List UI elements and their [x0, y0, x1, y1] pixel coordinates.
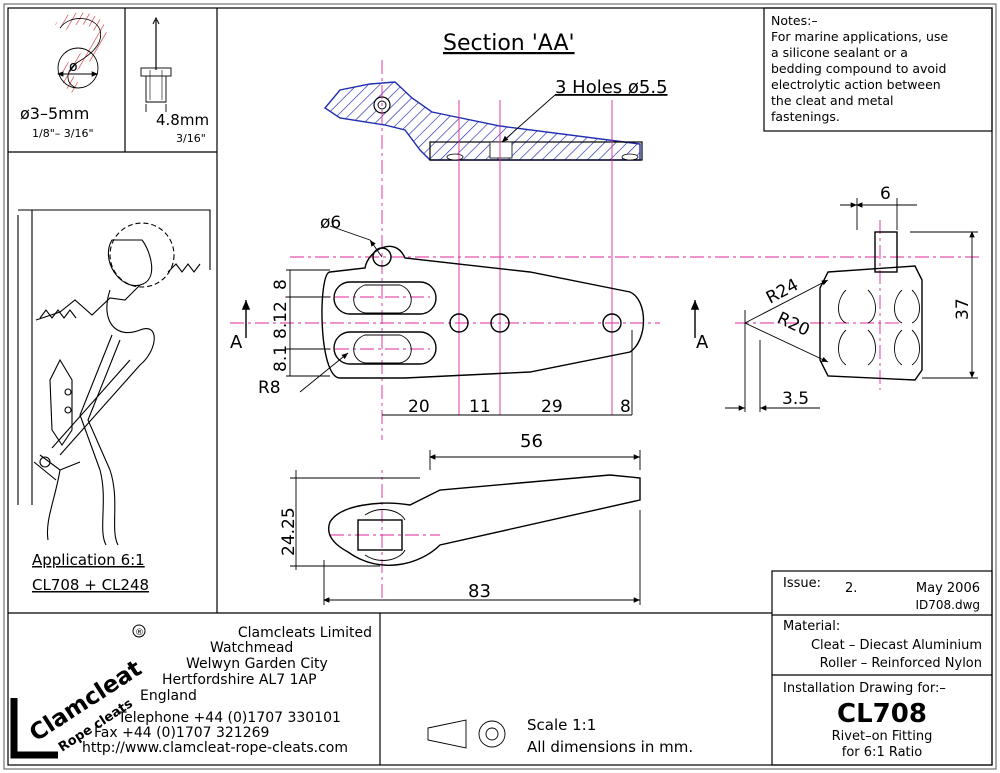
issue-label: Issue: — [783, 576, 821, 591]
dim-20: 20 — [408, 397, 430, 417]
rope-diameter-symbol: ø — [69, 59, 78, 75]
side-view — [290, 450, 641, 605]
file-name: ID708.dwg — [915, 598, 980, 612]
dim-11: 11 — [469, 397, 491, 417]
material-cleat: Cleat – Diecast Aluminium — [811, 638, 982, 653]
plan-dimensions — [286, 225, 633, 416]
rivet-icon — [140, 16, 172, 112]
rivet-size-imperial: 3/16" — [176, 132, 206, 145]
application-sketch — [17, 209, 211, 546]
outer-border — [3, 3, 997, 770]
dim-hole-dia: ø6 — [320, 213, 341, 233]
issue-date: May 2006 — [916, 581, 980, 596]
notes-line-5: electrolytic action between — [771, 77, 941, 92]
dim-29: 29 — [541, 397, 563, 417]
fax: Fax +44 (0)1707 321269 — [94, 725, 269, 741]
section-arrows — [241, 300, 700, 338]
center-lines — [230, 60, 980, 598]
notes-line-1: Notes:– — [771, 13, 818, 28]
website-link[interactable]: http://www.clamcleat-rope-cleats.com — [82, 740, 348, 756]
rivet-size-label: 4.8mm — [156, 111, 209, 129]
rope-size-imperial: 1/8"– 3/16" — [32, 127, 94, 140]
address-line-4: Hertfordshire AL7 1AP — [162, 672, 317, 688]
projection-symbol — [427, 719, 506, 749]
dim-r8: R8 — [258, 378, 281, 398]
notes-line-4: bedding compound to avoid — [771, 61, 946, 76]
dim-56: 56 — [520, 431, 543, 452]
dim-r20: R20 — [774, 308, 813, 340]
material-label: Material: — [783, 619, 840, 634]
description-line-1: Rivet–on Fitting — [832, 729, 933, 744]
address-line-1: Clamcleats Limited — [238, 625, 372, 641]
dim-83: 83 — [468, 581, 491, 602]
address-line-5: England — [140, 688, 197, 704]
brand-mark: ® — [135, 628, 144, 638]
dim-8-1: 8.1 — [271, 345, 291, 372]
address-line-2: Watchmead — [210, 640, 293, 656]
dim-8b: 8 — [620, 397, 631, 417]
rope-icon — [55, 12, 107, 94]
material-roller: Roller – Reinforced Nylon — [820, 656, 982, 671]
description-line-2: for 6:1 Ratio — [842, 745, 922, 760]
part-number: CL708 — [837, 699, 927, 729]
units-text: All dimensions in mm. — [527, 738, 693, 756]
notes-line-3: a silicone sealant or a — [771, 45, 908, 60]
notes-line-2: For marine applications, use — [771, 29, 948, 44]
dim-3-5: 3.5 — [782, 389, 809, 409]
notes-line-7: fastenings. — [771, 109, 840, 124]
installation-label: Installation Drawing for:– — [783, 681, 946, 696]
dim-24-25: 24.25 — [279, 507, 299, 556]
rope-size-label: ø3–5mm — [20, 104, 89, 123]
dim-37: 37 — [953, 298, 973, 320]
telephone: Telephone +44 (0)1707 330101 — [117, 710, 341, 726]
application-parts: CL708 + CL248 — [32, 576, 149, 594]
notes-line-6: the cleat and metal — [771, 93, 893, 108]
plan-view — [321, 245, 645, 379]
dim-6: 6 — [880, 184, 891, 204]
issue-number: 2. — [845, 581, 857, 596]
outer-frame — [7, 7, 993, 766]
notes-box — [763, 7, 993, 132]
dim-8: 8 — [271, 279, 291, 290]
section-marker-left: A — [230, 332, 243, 353]
section-title: Section 'AA' — [443, 31, 575, 56]
title-block — [771, 570, 993, 766]
section-marker-right: A — [696, 332, 709, 353]
end-view — [725, 198, 978, 412]
holes-label: 3 Holes ø5.5 — [555, 77, 668, 98]
scale-text: Scale 1:1 — [527, 716, 596, 734]
application-title: Application 6:1 — [32, 551, 145, 569]
dim-8-12: 8.12 — [271, 301, 291, 339]
address-line-3: Welwyn Garden City — [186, 656, 328, 672]
